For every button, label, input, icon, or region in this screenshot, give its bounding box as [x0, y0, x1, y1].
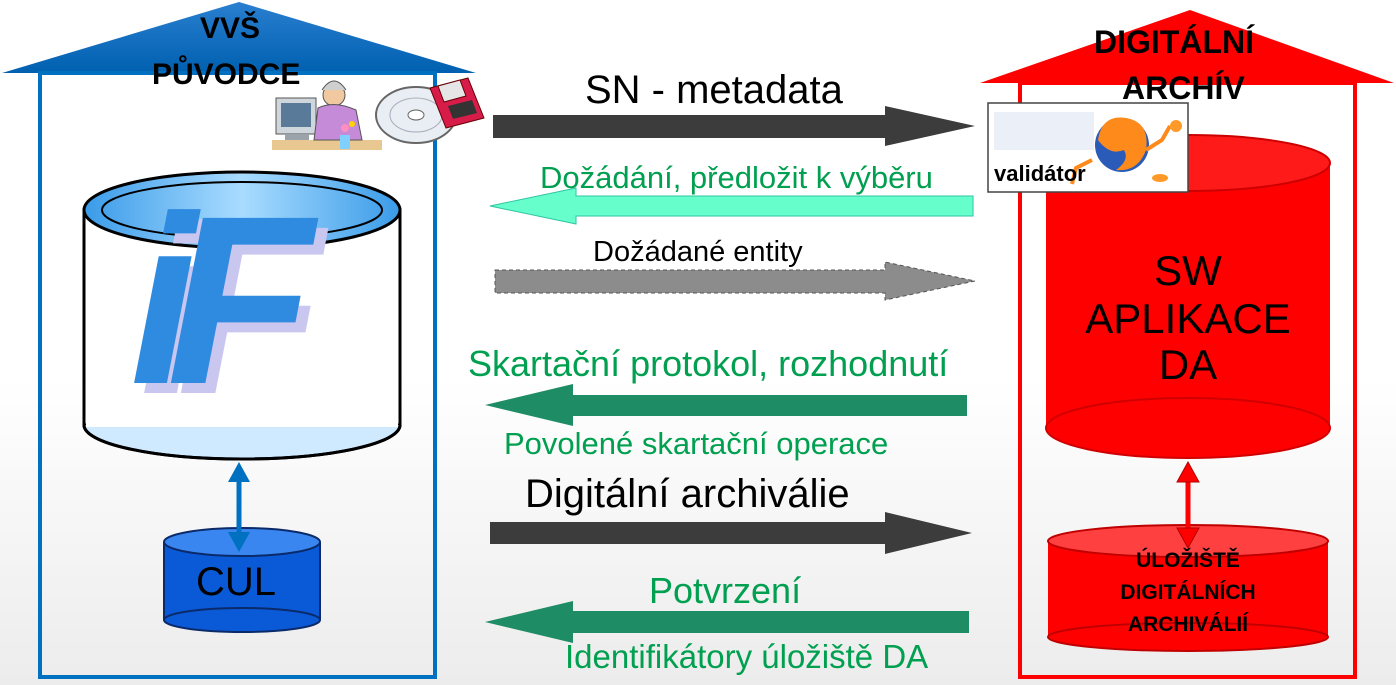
right-house-title-line2: ARCHÍV	[1122, 70, 1245, 106]
flow-label-request-selection: Dožádání, předložit k výběru	[540, 160, 933, 195]
sw-app-line1: SW	[1154, 247, 1222, 294]
if-cul-link-arrow	[228, 462, 250, 552]
flow-label-allowed-operations: Povolené skartační operace	[504, 426, 889, 461]
app-storage-link-arrow	[1176, 460, 1200, 550]
arrow-request-selection	[489, 187, 974, 225]
flow-label-confirmation: Potvrzení	[649, 570, 802, 611]
flow-label-digital-archivals: Digitální archiválie	[525, 472, 850, 516]
right-house	[980, 10, 1394, 679]
arrow-shredding-protocol	[485, 384, 967, 426]
flow-label-identifiers: Identifikátory úložiště DA	[565, 638, 929, 675]
if-logo: iF	[130, 166, 313, 434]
if-database-cylinder	[82, 170, 402, 461]
arrow-sn-metadata	[493, 106, 975, 146]
left-house-roof	[2, 2, 476, 73]
flow-label-shredding-protocol: Skartační protokol, rozhodnutí	[468, 343, 949, 384]
arrow-confirmation	[485, 601, 969, 643]
arrow-requested-entities	[494, 261, 976, 301]
floppy-disk-icon	[429, 77, 485, 129]
storage-line2: DIGITÁLNÍCH	[1120, 581, 1256, 604]
flow-label-requested-entities: Dožádané entity	[593, 236, 803, 268]
flow-label-sn-metadata: SN - metadata	[585, 68, 843, 112]
right-house-roof	[980, 10, 1394, 83]
sw-app-line2: APLIKACE	[1085, 295, 1291, 342]
left-house-title-line1: VVŠ	[200, 12, 261, 45]
firefox-icon	[1070, 117, 1182, 185]
archive-storage-cylinder	[1047, 524, 1329, 652]
cul-label: CUL	[196, 560, 277, 604]
arrow-digital-archivals	[490, 512, 972, 554]
sw-app-line3: DA	[1158, 341, 1218, 388]
storage-line3: ARCHIVÁLIÍ	[1127, 613, 1249, 636]
validator-label: validátor	[994, 161, 1086, 186]
left-house-title-line2: PŮVODCE	[152, 58, 301, 91]
left-house	[2, 2, 476, 679]
storage-line1: ÚLOŽIŠTĚ	[1136, 549, 1240, 572]
left-house-walls	[38, 71, 437, 679]
right-house-title-line1: DIGITÁLNÍ	[1094, 24, 1254, 60]
computer-user-icon	[272, 80, 382, 150]
right-house-walls	[1018, 81, 1357, 679]
